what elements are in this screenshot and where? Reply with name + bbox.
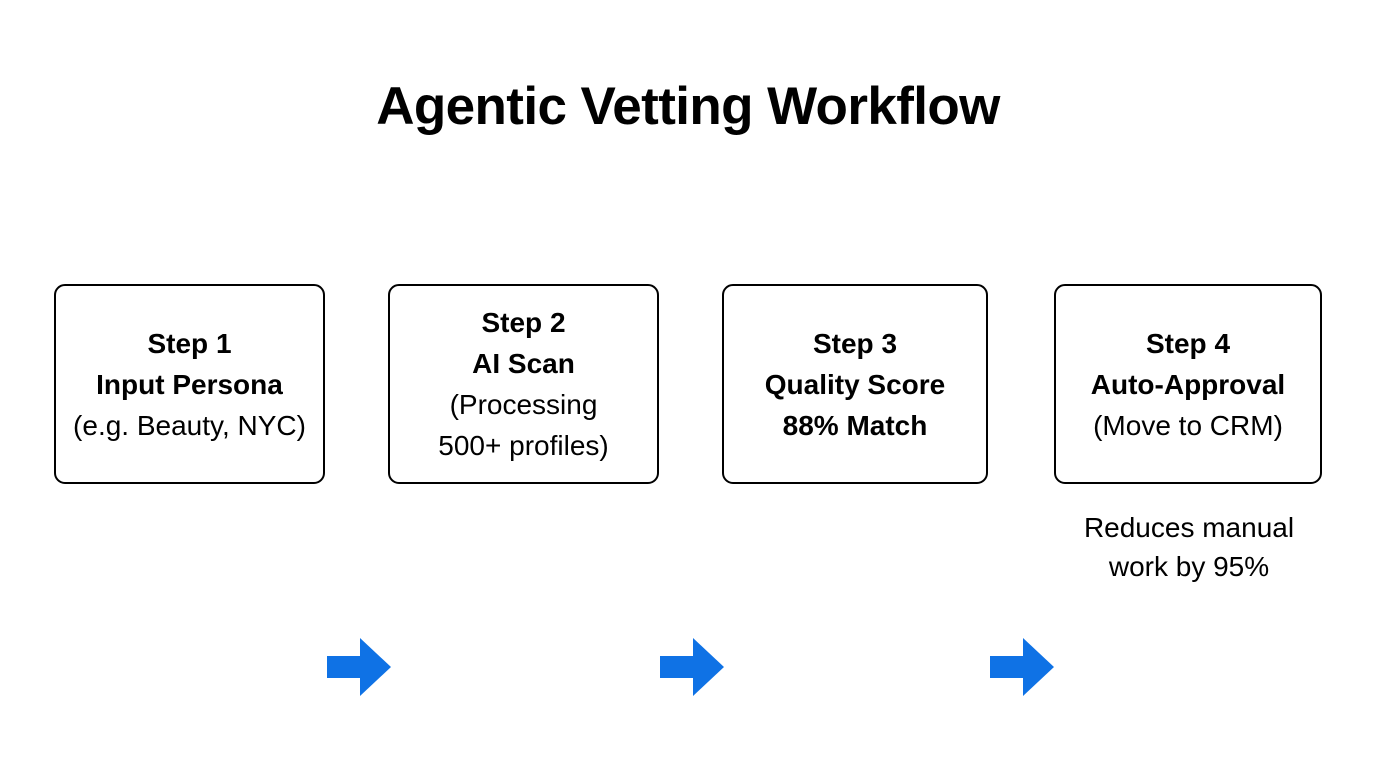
step-2-heading: Step 2 bbox=[481, 307, 566, 338]
step-4-detail-1: (Move to CRM) bbox=[1093, 409, 1283, 441]
step-3-detail-1: 88% Match bbox=[782, 409, 928, 441]
step-1-heading: Step 1 bbox=[147, 327, 232, 359]
step-box-3[interactable]: Step 3 Quality Score 88% Match bbox=[722, 284, 988, 484]
caption-line-1: Reduces manual bbox=[1083, 512, 1295, 543]
step-1-name: Input Persona bbox=[96, 368, 283, 400]
step-box-4[interactable]: Step 4 Auto-Approval (Move to CRM) bbox=[1054, 284, 1322, 484]
step-2-detail-1: (Processing bbox=[449, 389, 598, 420]
arrow-right-icon bbox=[990, 634, 1054, 700]
step-box-2[interactable]: Step 2 AI Scan (Processing 500+ profiles… bbox=[388, 284, 659, 484]
workflow-flow: Step 1 Input Persona (e.g. Beauty, NYC) … bbox=[0, 284, 1376, 696]
step-4-name: Auto-Approval bbox=[1090, 368, 1286, 400]
outcome-caption: Reduces manual work by 95% bbox=[1044, 508, 1334, 586]
step-1-detail-1: (e.g. Beauty, NYC) bbox=[73, 409, 306, 441]
step-2-name: AI Scan bbox=[472, 348, 575, 379]
caption-line-2: work by 95% bbox=[1108, 551, 1270, 582]
step-3-heading: Step 3 bbox=[812, 327, 898, 359]
arrow-right-icon bbox=[327, 634, 391, 700]
step-2-detail-2: 500+ profiles) bbox=[438, 430, 609, 461]
arrow-right-icon bbox=[660, 634, 724, 700]
page-title: Agentic Vetting Workflow bbox=[376, 77, 1000, 136]
step-box-1[interactable]: Step 1 Input Persona (e.g. Beauty, NYC) bbox=[54, 284, 325, 484]
step-4-heading: Step 4 bbox=[1145, 327, 1231, 359]
step-3-name: Quality Score bbox=[764, 368, 946, 400]
